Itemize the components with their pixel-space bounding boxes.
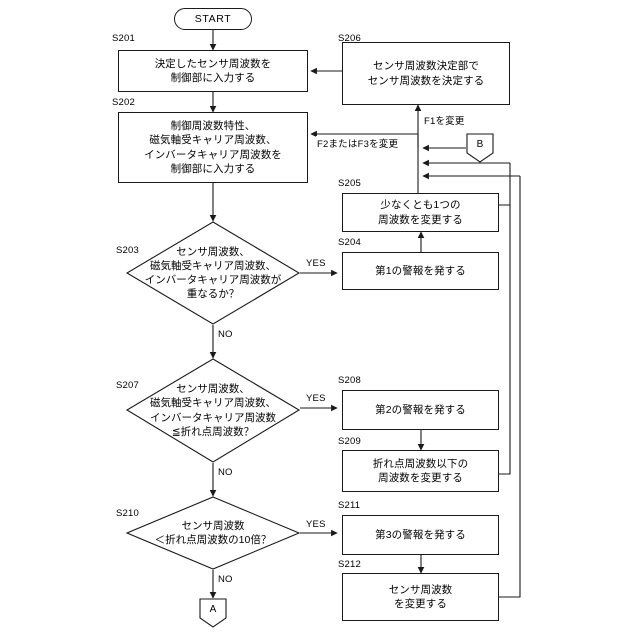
process-s201: 決定したセンサ周波数を 制御部に入力する	[118, 50, 308, 92]
process-s211-label: 第3の警報を発する	[375, 528, 466, 541]
step-id-s212: S212	[338, 559, 361, 570]
process-s208: 第2の警報を発する	[342, 390, 499, 430]
process-s212-label: センサ周波数 を変更する	[388, 583, 453, 610]
process-s204-label: 第1の警報を発する	[375, 264, 466, 277]
decision-s203-label: センサ周波数、 磁気軸受キャリア周波数、 インバータキャリア周波数が 重なるか？	[144, 245, 282, 301]
edge-label-change-f2-f3: F2またはF3を変更	[316, 136, 400, 150]
process-s212: センサ周波数 を変更する	[342, 573, 499, 621]
edge-label-no-s207: NO	[217, 467, 234, 478]
process-s202: 制御周波数特性、 磁気軸受キャリア周波数、 インバータキャリア周波数を 制御部に…	[118, 112, 308, 183]
step-id-s202: S202	[112, 97, 135, 108]
step-id-s205: S205	[338, 178, 361, 189]
edge-label-no-s203: NO	[217, 329, 234, 340]
decision-s207-label: センサ周波数、 磁気軸受キャリア周波数、 インバータキャリア周波数 ≦折れ点周波…	[150, 383, 276, 438]
step-id-s207: S207	[116, 380, 139, 391]
edge-label-yes-s207: YES	[305, 393, 327, 404]
step-id-s201: S201	[112, 33, 135, 44]
step-id-s204: S204	[338, 237, 361, 248]
process-s201-label: 決定したセンサ周波数を 制御部に入力する	[154, 57, 272, 84]
decision-s210: センサ周波数 ＜折れ点周波数の10倍？	[125, 496, 301, 570]
decision-s203: センサ周波数、 磁気軸受キャリア周波数、 インバータキャリア周波数が 重なるか？	[125, 221, 301, 325]
process-s205-label: 少なくとも1つの 周波数を変更する	[378, 199, 463, 226]
connector-a: A	[199, 598, 227, 628]
decision-s210-label: センサ周波数 ＜折れ点周波数の10倍？	[154, 519, 272, 546]
process-s206: センサ周波数決定部で センサ周波数を決定する	[342, 42, 510, 105]
connector-a-label: A	[209, 604, 217, 616]
process-s208-label: 第2の警報を発する	[375, 403, 466, 416]
edge-label-no-s210: NO	[217, 574, 234, 585]
step-id-s208: S208	[338, 375, 361, 386]
step-id-s203: S203	[116, 245, 139, 256]
process-s205: 少なくとも1つの 周波数を変更する	[342, 193, 499, 232]
step-id-s210: S210	[116, 508, 139, 519]
connector-b-label: B	[476, 139, 484, 151]
start-terminator: START	[174, 8, 252, 30]
step-id-s206: S206	[338, 33, 361, 44]
process-s209: 折れ点周波数以下の 周波数を変更する	[342, 450, 499, 492]
edge-label-yes-s210: YES	[305, 519, 327, 530]
process-s204: 第1の警報を発する	[342, 252, 499, 290]
decision-s207: センサ周波数、 磁気軸受キャリア周波数、 インバータキャリア周波数 ≦折れ点周波…	[125, 358, 301, 463]
process-s211: 第3の警報を発する	[342, 515, 499, 555]
process-s206-label: センサ周波数決定部で センサ周波数を決定する	[367, 60, 485, 87]
start-label: START	[194, 12, 232, 25]
edge-label-yes-s203: YES	[305, 258, 327, 269]
step-id-s209: S209	[338, 436, 361, 447]
process-s209-label: 折れ点周波数以下の 周波数を変更する	[372, 457, 469, 484]
edge-label-change-f1: F1を変更	[423, 113, 466, 127]
process-s202-label: 制御周波数特性、 磁気軸受キャリア周波数、 インバータキャリア周波数を 制御部に…	[144, 120, 282, 175]
step-id-s211: S211	[338, 500, 361, 511]
connector-b: B	[466, 133, 494, 163]
